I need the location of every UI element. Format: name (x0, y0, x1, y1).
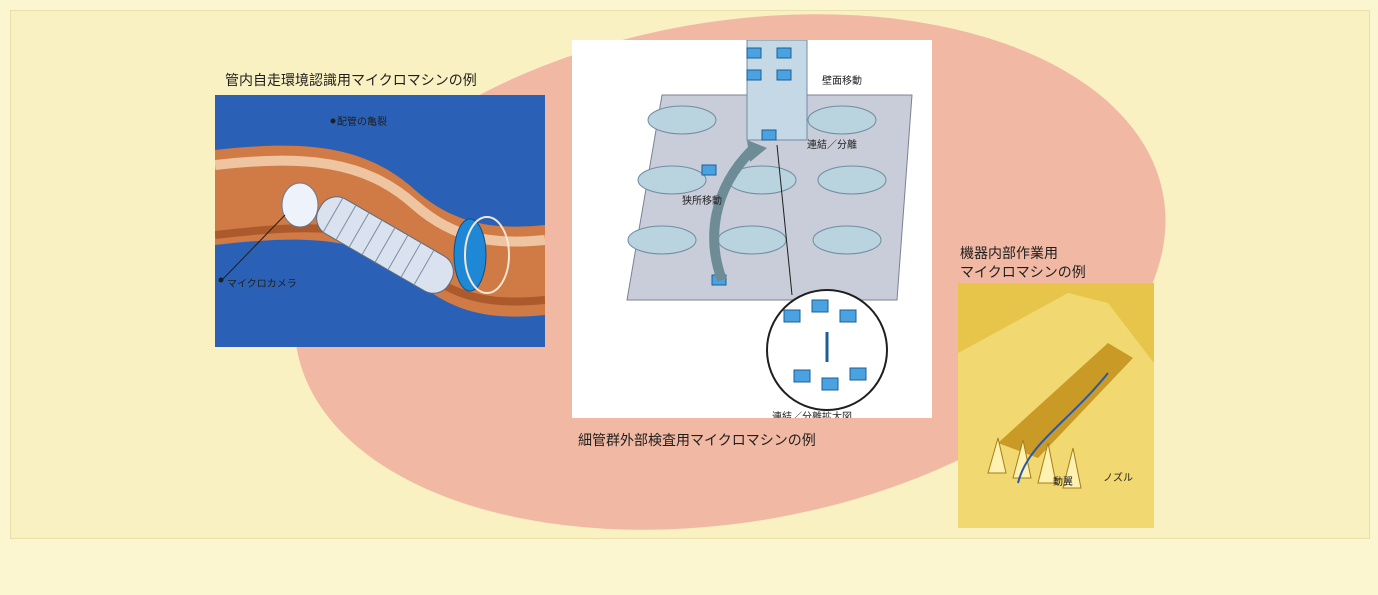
machine-caption-line1: 機器内部作業用 (960, 246, 1058, 262)
narrow-move-label: 狭所移動 (682, 196, 722, 207)
nozzle-label: ノズル (1103, 473, 1133, 484)
machine-interior-illustration: 動翼 ノズル (958, 283, 1154, 528)
pipe-illustration: 配管の亀裂 マイクロカメラ (215, 95, 545, 347)
moving-blade-label: 動翼 (1053, 477, 1073, 488)
pipe-wall-label: 配管の亀裂 (337, 117, 387, 128)
machine-caption-line2: マイクロマシンの例 (960, 265, 1086, 281)
enlarged-view-label: 連結／分離拡大図 (772, 412, 852, 418)
tube-group-caption: 細管群外部検査用マイクロマシンの例 (578, 433, 816, 449)
micro-robot-body (281, 182, 510, 294)
micro-camera-label: マイクロカメラ (227, 279, 297, 290)
connect-separate-label: 連結／分離 (807, 140, 857, 151)
tube-group-illustration: 壁面移動 連結／分離 狭所移動 連結／分離拡大図 (572, 40, 932, 418)
surface-move-label: 壁面移動 (822, 76, 862, 87)
pipe-caption: 管内自走環境認識用マイクロマシンの例 (225, 73, 477, 89)
